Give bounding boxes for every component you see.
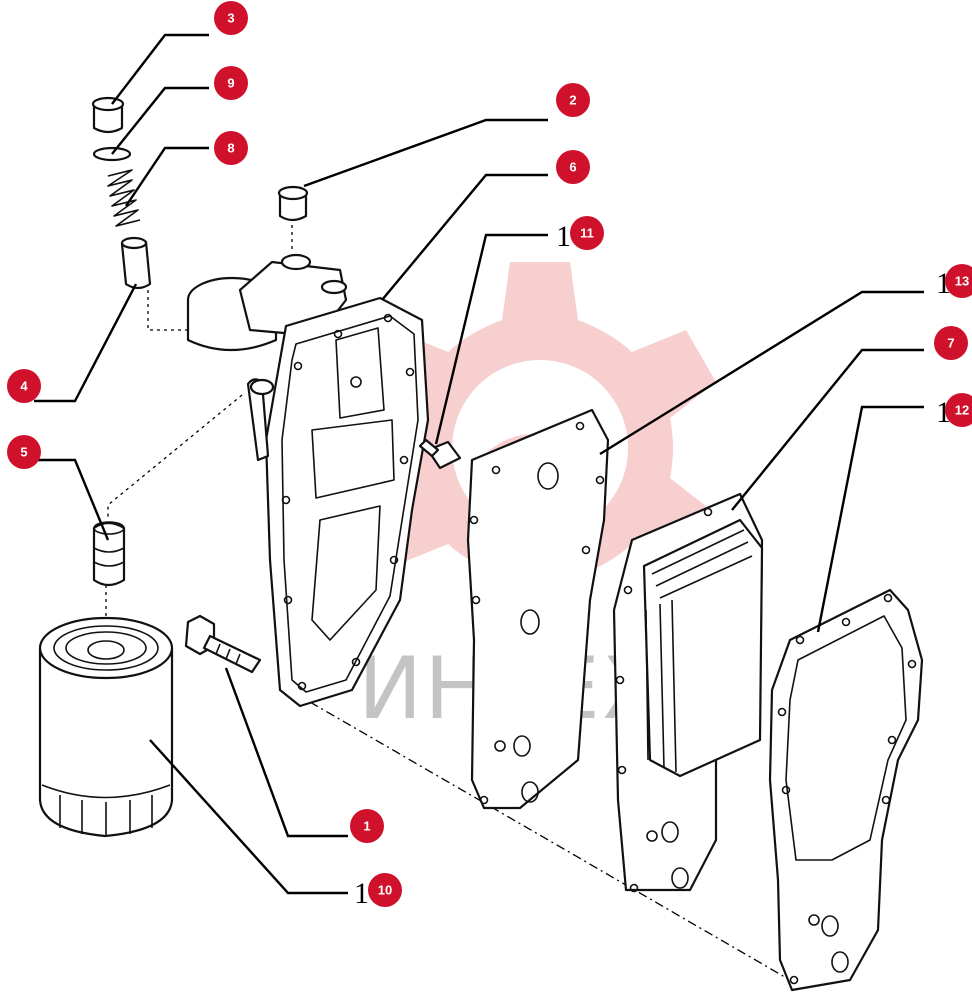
callout-6[interactable]: 6: [556, 150, 590, 184]
oil-cooler: [612, 492, 764, 893]
callout-3-label: 3: [227, 11, 234, 26]
callout-11-prefix: 1: [556, 220, 571, 253]
callout-2[interactable]: 2: [556, 83, 590, 117]
relief-valve-plug: [92, 521, 126, 587]
gasket-rear: [768, 588, 924, 992]
callout-7[interactable]: 7: [934, 326, 968, 360]
leader-lines: [34, 33, 924, 895]
callout-11[interactable]: 1 11: [556, 216, 604, 253]
callout-10-prefix: 1: [354, 877, 369, 910]
gear-icon: [364, 262, 716, 634]
callout-5[interactable]: 5: [7, 435, 41, 469]
gasket-front: [466, 408, 610, 810]
callout-3[interactable]: 3: [214, 1, 248, 35]
callout-10-label: 10: [378, 883, 392, 898]
callout-4[interactable]: 4: [7, 369, 41, 403]
small-screw: [418, 438, 462, 470]
callout-12[interactable]: 1 12: [936, 393, 972, 429]
oil-filter: [38, 616, 174, 838]
filter-head-housing: [186, 253, 430, 708]
callout-4-label: 4: [20, 379, 28, 394]
spring: [107, 169, 141, 227]
plug-small: [277, 185, 309, 222]
callout-8-label: 8: [227, 141, 234, 156]
callout-10[interactable]: 1 10: [354, 873, 402, 910]
callout-2-label: 2: [569, 93, 576, 108]
piston: [120, 236, 152, 290]
callout-1[interactable]: 1: [350, 809, 384, 843]
callout-8[interactable]: 8: [214, 131, 248, 165]
plug-top: [91, 96, 125, 134]
callout-6-label: 6: [569, 160, 576, 175]
bolt: [184, 614, 262, 674]
callout-13-label: 13: [955, 274, 969, 289]
callout-5-label: 5: [20, 445, 27, 460]
callout-9-label: 9: [227, 76, 234, 91]
callout-13[interactable]: 1 13: [936, 264, 972, 300]
callout-12-label: 12: [955, 403, 969, 418]
callout-7-label: 7: [947, 336, 954, 351]
callout-11-label: 11: [580, 226, 594, 241]
callout-9[interactable]: 9: [214, 66, 248, 100]
callout-1-label: 1: [363, 819, 370, 834]
